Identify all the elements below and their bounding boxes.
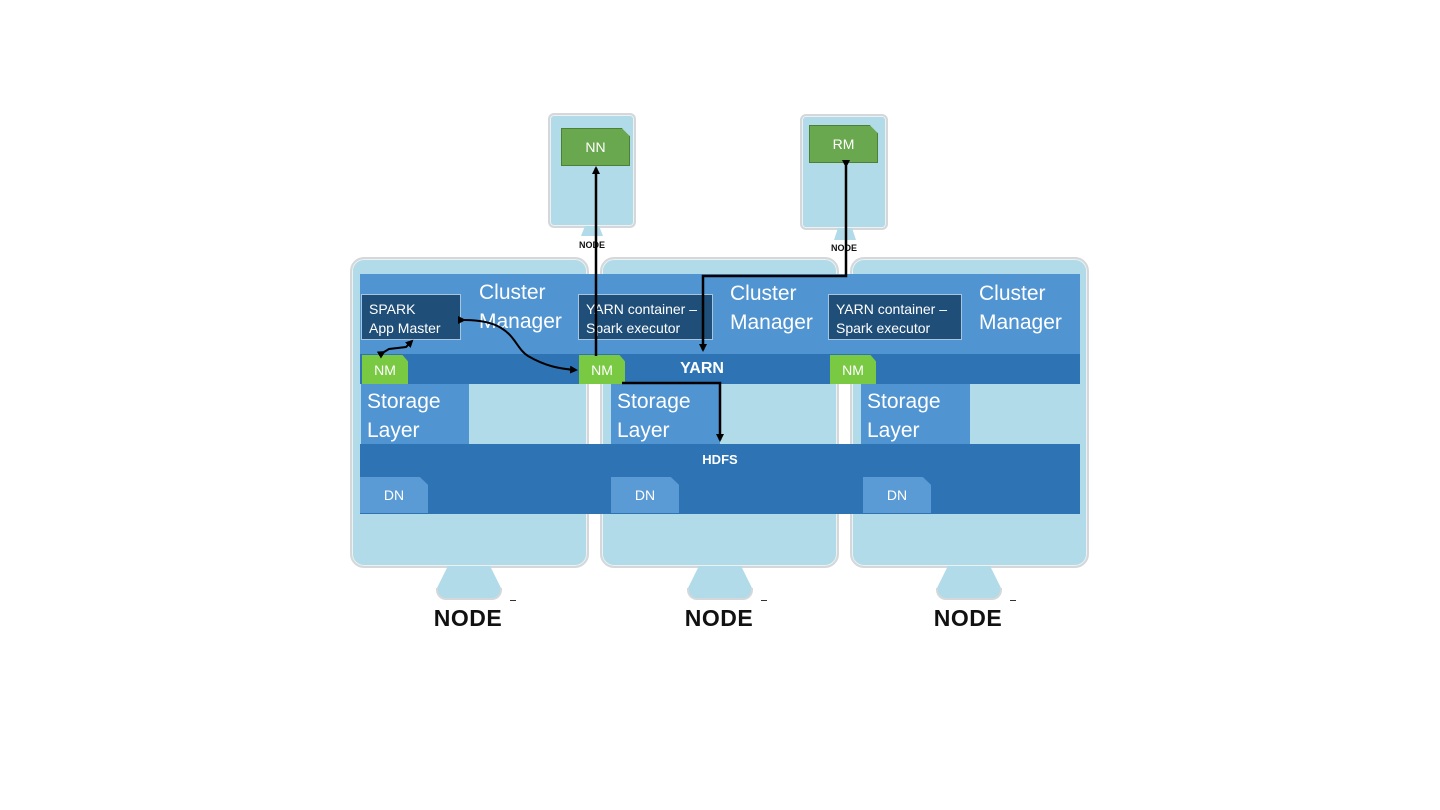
right-node-stand — [936, 566, 1002, 590]
middle-node-label: NODE — [684, 605, 754, 631]
rm-host-label: NODE — [830, 243, 857, 253]
spark-app-master-box: SPARK App Master — [361, 294, 461, 340]
node-manager-left: NM — [362, 355, 408, 384]
cluster-manager-band — [360, 274, 1080, 354]
yarn-container-middle-box: YARN container – Spark executor — [578, 294, 713, 340]
left-node-base — [436, 588, 502, 600]
node-manager-middle: NM — [579, 355, 625, 384]
middle-node-base — [687, 588, 753, 600]
datanode-left: DN — [360, 477, 428, 513]
yarn-label: YARN — [680, 360, 724, 377]
nn-host-stand — [581, 226, 603, 236]
left-cluster-manager-title: Cluster Manager — [479, 281, 562, 333]
hdfs-band — [360, 444, 1080, 514]
right-node-label: NODE — [933, 605, 1003, 631]
right-cluster-manager-title: Cluster Manager — [979, 282, 1062, 334]
node-manager-right: NM — [830, 355, 876, 384]
middle-node-stand — [687, 566, 753, 590]
left-node-label: NODE — [433, 605, 503, 631]
yarn-container-right-box: YARN container – Spark executor — [828, 294, 962, 340]
middle-storage-layer: Storage Layer — [611, 384, 720, 444]
hdfs-label: HDFS — [702, 452, 738, 467]
left-node-stand — [436, 566, 502, 590]
left-storage-layer: Storage Layer — [361, 384, 469, 444]
datanode-middle: DN — [611, 477, 679, 513]
datanode-right: DN — [863, 477, 931, 513]
right-storage-layer: Storage Layer — [861, 384, 970, 444]
right-node-base — [936, 588, 1002, 600]
nn-host-label: NODE — [578, 240, 605, 250]
namenode-box: NN — [561, 128, 630, 166]
middle-cluster-manager-title: Cluster Manager — [730, 282, 813, 334]
resourcemanager-box: RM — [809, 125, 878, 163]
